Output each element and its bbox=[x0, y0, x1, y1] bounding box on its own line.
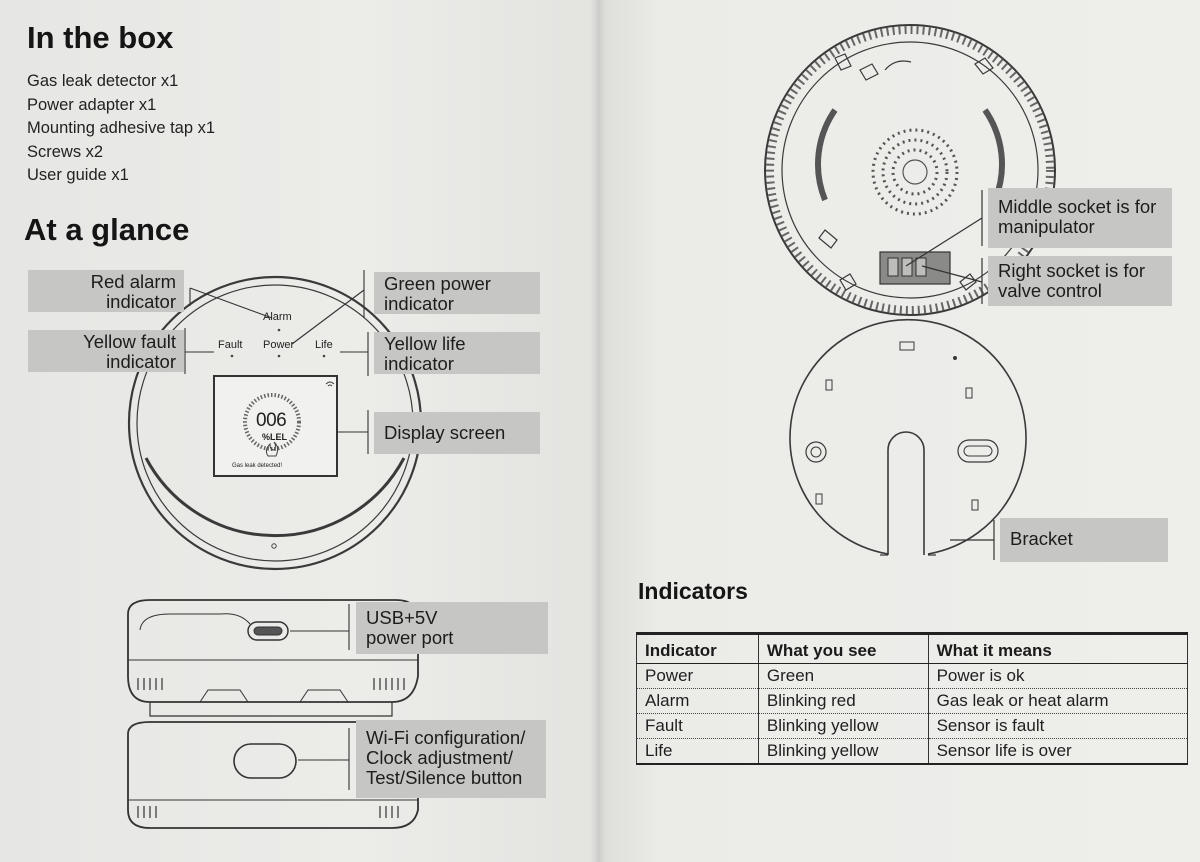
red-alarm-indicator-label: Red alarm indicator bbox=[28, 270, 184, 312]
green-power-indicator-label: Green power indicator bbox=[374, 272, 540, 314]
table-cell: Blinking red bbox=[757, 688, 929, 714]
socket-leader-lines bbox=[905, 190, 983, 304]
bracket-leader-lines bbox=[950, 520, 995, 560]
display-screen bbox=[213, 375, 338, 477]
table-header-row: Indicator What you see What it means bbox=[636, 632, 1189, 664]
front-detector-drawing bbox=[127, 270, 423, 829]
list-item: User guide x1 bbox=[27, 166, 129, 184]
middle-socket-label: Middle socket is for manipulator bbox=[988, 188, 1172, 248]
in-the-box-list: Gas leak detector x1 Power adapter x1 Mo… bbox=[27, 70, 215, 188]
side-leader-lines bbox=[290, 604, 350, 790]
table-cell: Gas leak or heat alarm bbox=[927, 688, 1189, 714]
table-cell: Fault bbox=[636, 713, 759, 739]
list-item: Mounting adhesive tap x1 bbox=[27, 119, 216, 137]
table-row: Life Blinking yellow Sensor life is over bbox=[636, 738, 1189, 765]
leader-lines bbox=[184, 270, 369, 454]
power-led-label: Power bbox=[263, 339, 295, 351]
page-gutter bbox=[590, 0, 606, 862]
table-row: Alarm Blinking red Gas leak or heat alar… bbox=[636, 688, 1189, 714]
list-item: Gas leak detector x1 bbox=[27, 72, 179, 90]
gas-unit: %LEL bbox=[262, 432, 288, 442]
table-cell: Alarm bbox=[636, 688, 759, 714]
table-cell: Life bbox=[636, 738, 759, 765]
life-led-label: Life bbox=[315, 339, 333, 351]
yellow-fault-indicator-label: Yellow fault indicator bbox=[28, 330, 184, 372]
column-header: Indicator bbox=[636, 632, 759, 664]
indicators-table: Indicator What you see What it means Pow… bbox=[636, 632, 1189, 765]
list-item: Screws x2 bbox=[27, 142, 104, 161]
fault-led-label: Fault bbox=[218, 339, 243, 351]
gas-status-text: Gas leak detected! bbox=[232, 463, 283, 469]
detector-side-view-button bbox=[127, 721, 419, 829]
table-cell: Blinking yellow bbox=[757, 713, 929, 739]
display-screen-label: Display screen bbox=[374, 412, 540, 454]
table-cell: Sensor life is over bbox=[927, 738, 1189, 765]
table-cell: Power is ok bbox=[927, 663, 1189, 689]
indicators-heading: Indicators bbox=[638, 578, 748, 604]
table-cell: Power bbox=[636, 663, 759, 689]
detector-back-outline bbox=[764, 24, 1056, 316]
usb-power-port-label: USB+5V power port bbox=[356, 602, 548, 654]
table-cell: Sensor is fault bbox=[927, 713, 1189, 739]
at-a-glance-heading: At a glance bbox=[24, 212, 190, 247]
yellow-life-indicator-label: Yellow life indicator bbox=[374, 332, 540, 374]
in-the-box-heading: In the box bbox=[27, 20, 174, 55]
list-item: Power adapter x1 bbox=[27, 95, 157, 114]
column-header: What it means bbox=[927, 632, 1189, 664]
bracket-drawing bbox=[789, 318, 1027, 556]
speaker-grille bbox=[871, 128, 959, 216]
table-cell: Blinking yellow bbox=[757, 738, 929, 765]
alarm-led-label: Alarm bbox=[263, 311, 292, 323]
detector-side-view-usb bbox=[127, 599, 419, 717]
table-row: Fault Blinking yellow Sensor is fault bbox=[636, 713, 1189, 739]
indicator-leds bbox=[230, 328, 326, 549]
wifi-button-label: Wi-Fi configuration/ Clock adjustment/ T… bbox=[356, 720, 546, 798]
column-header: What you see bbox=[757, 632, 929, 664]
bracket-label: Bracket bbox=[1000, 518, 1168, 562]
sockets bbox=[879, 251, 951, 285]
right-socket-label: Right socket is for valve control bbox=[988, 256, 1172, 306]
table-cell: Green bbox=[757, 663, 929, 689]
table-row: Power Green Power is ok bbox=[636, 663, 1189, 689]
gas-reading: 006 bbox=[256, 410, 287, 431]
